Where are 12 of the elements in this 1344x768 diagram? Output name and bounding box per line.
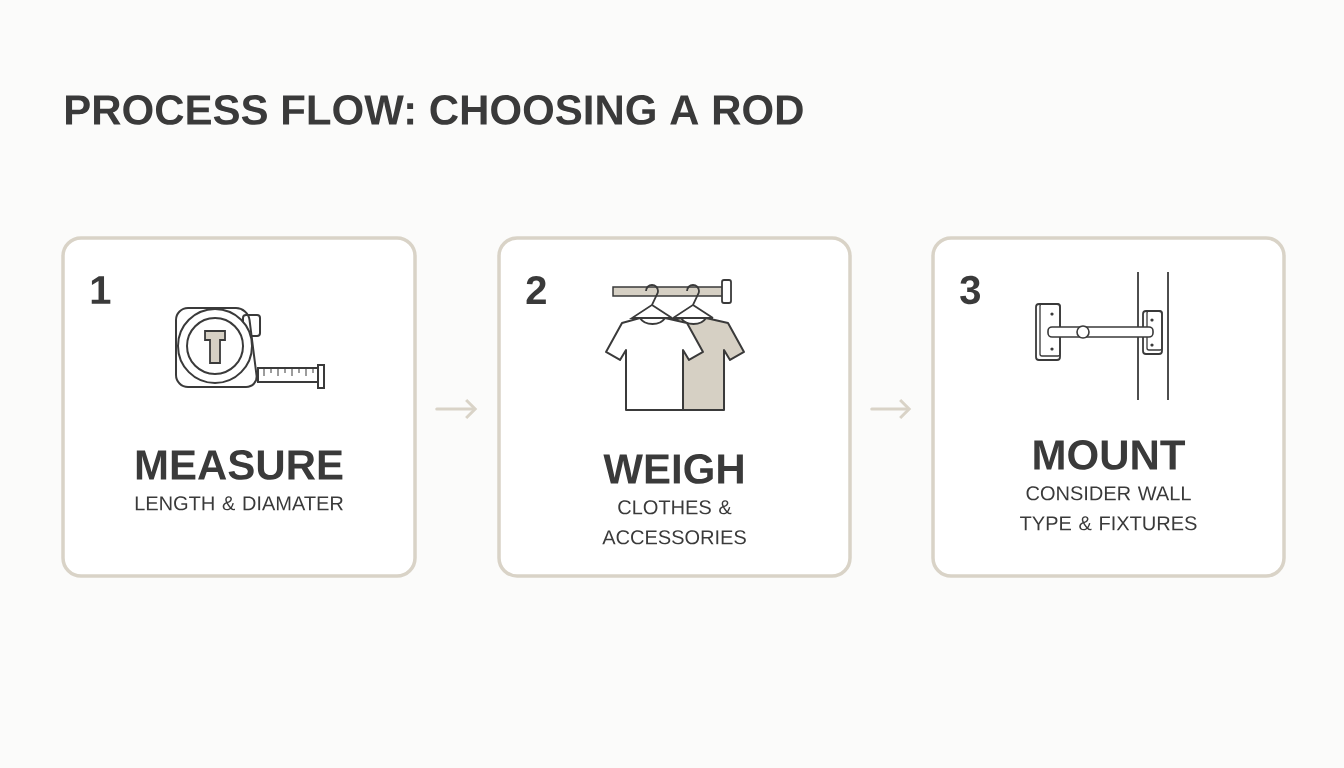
step-number: 3 bbox=[960, 275, 980, 305]
step-heading: MEASURE bbox=[136, 450, 343, 480]
step-description: CONSIDER WALL TYPE & FIXTURES bbox=[1020, 486, 1197, 531]
step-description: CLOTHES & ACCESSORIES bbox=[602, 500, 746, 545]
step-number: 2 bbox=[526, 276, 546, 304]
step-heading: MOUNT bbox=[1034, 440, 1186, 470]
step-description: LENGTH & DIAMATER bbox=[135, 496, 343, 511]
arrow bbox=[870, 398, 912, 420]
arrow bbox=[435, 398, 478, 420]
title: PROCESS FLOW: CHOOSING A ROD bbox=[66, 95, 803, 125]
step-number: 1 bbox=[91, 276, 111, 304]
step-heading: WEIGH bbox=[603, 454, 743, 484]
